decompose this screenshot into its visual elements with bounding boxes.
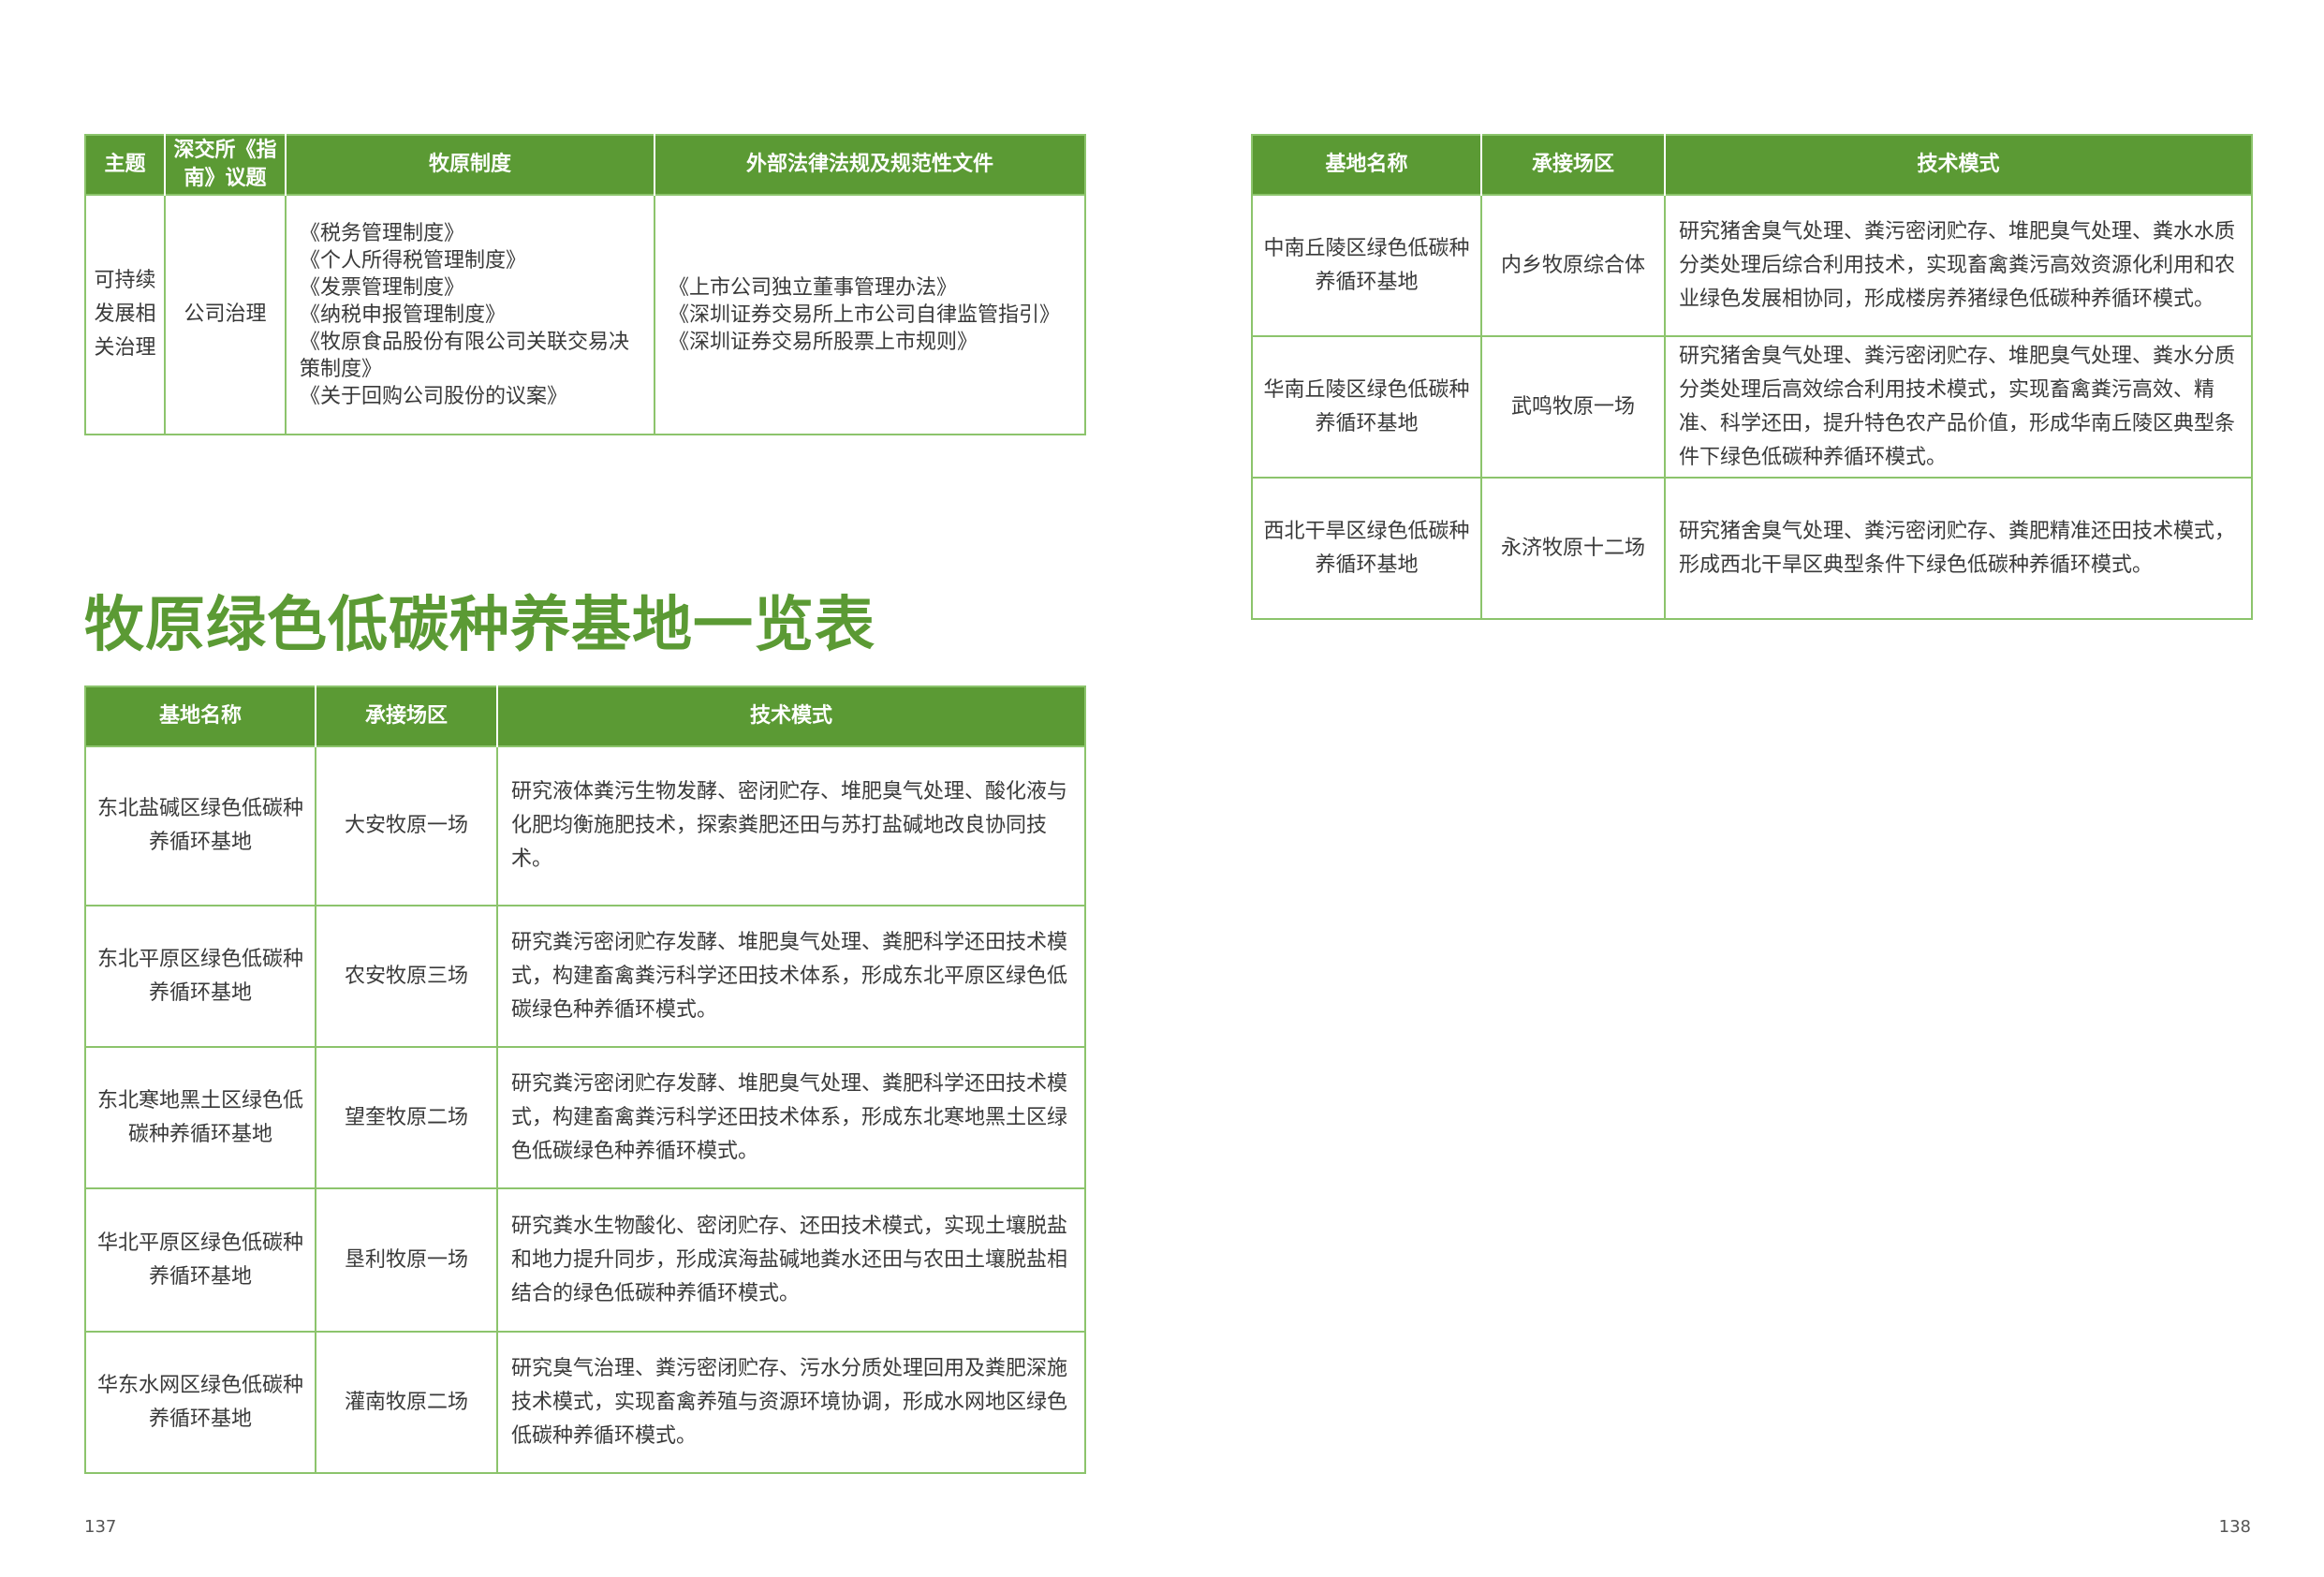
farm-name: 内乡牧原综合体 — [1480, 194, 1666, 337]
farm-name: 大安牧原一场 — [315, 745, 498, 906]
base-name: 东北盐碱区绿色低碳种养循环基地 — [84, 745, 316, 906]
table-row: 可持续发展相关治理 公司治理 《税务管理制度》 《个人所得税管理制度》 《发票管… — [84, 194, 1086, 435]
tech-mode: 研究猪舍臭气处理、粪污密闭贮存、粪肥精准还田技术模式，形成西北干旱区典型条件下绿… — [1664, 477, 2253, 620]
section-title: 牧原绿色低碳种养基地一览表 — [84, 591, 875, 660]
header-base-name: 基地名称 — [85, 686, 316, 746]
farm-name: 农安牧原三场 — [315, 905, 498, 1048]
header-base-name: 基地名称 — [1252, 135, 1481, 195]
base-name: 华东水网区绿色低碳种养循环基地 — [84, 1331, 316, 1474]
policy-item: 《牧原食品股份有限公司关联交易决策制度》 — [300, 330, 630, 381]
header-tech: 技术模式 — [1664, 135, 2252, 195]
policies-cell: 《税务管理制度》 《个人所得税管理制度》 《发票管理制度》 《纳税申报管理制度》… — [285, 194, 655, 435]
table-row: 东北盐碱区绿色低碳种养循环基地 大安牧原一场 研究液体粪污生物发酵、密闭贮存、堆… — [84, 745, 1086, 906]
tech-mode: 研究液体粪污生物发酵、密闭贮存、堆肥臭气处理、酸化液与化肥均衡施肥技术，探索粪肥… — [496, 745, 1086, 906]
tech-mode: 研究猪舍臭气处理、粪污密闭贮存、堆肥臭气处理、粪水分质分类处理后高效综合利用技术… — [1664, 335, 2253, 479]
tech-mode: 研究粪污密闭贮存发酵、堆肥臭气处理、粪肥科学还田技术模式，构建畜禽粪污科学还田技… — [496, 905, 1086, 1048]
policy-item: 《税务管理制度》 — [300, 221, 465, 245]
header-farm: 承接场区 — [315, 686, 497, 746]
policy-item: 《个人所得税管理制度》 — [300, 248, 527, 273]
table-row: 华南丘陵区绿色低碳种养循环基地 武鸣牧原一场 研究猪舍臭气处理、粪污密闭贮存、堆… — [1251, 335, 2253, 479]
governance-table: 主题 深交所《指南》议题 牧原制度 外部法律法规及规范性文件 可持续发展相关治理… — [84, 134, 1086, 435]
header-external: 外部法律法规及规范性文件 — [654, 135, 1085, 195]
farm-name: 垦利牧原一场 — [315, 1187, 498, 1333]
policy-item: 《纳税申报管理制度》 — [300, 302, 507, 327]
external-item: 《深圳证券交易所上市公司自律监管指引》 — [669, 302, 1061, 327]
header-tech: 技术模式 — [496, 686, 1085, 746]
farm-name: 永济牧原十二场 — [1480, 477, 1666, 620]
external-cell: 《上市公司独立董事管理办法》 《深圳证券交易所上市公司自律监管指引》 《深圳证券… — [654, 194, 1086, 435]
tech-mode: 研究猪舍臭气处理、粪污密闭贮存、堆肥臭气处理、粪水水质分类处理后综合利用技术，实… — [1664, 194, 2253, 337]
base-name: 东北寒地黑土区绿色低碳种养循环基地 — [84, 1046, 316, 1189]
farm-name: 灌南牧原二场 — [315, 1331, 498, 1474]
header-farm: 承接场区 — [1480, 135, 1665, 195]
table-row: 东北平原区绿色低碳种养循环基地 农安牧原三场 研究粪污密闭贮存发酵、堆肥臭气处理… — [84, 905, 1086, 1048]
farm-name: 望奎牧原二场 — [315, 1046, 498, 1189]
base-name: 西北干旱区绿色低碳种养循环基地 — [1251, 477, 1482, 620]
base-name: 华南丘陵区绿色低碳种养循环基地 — [1251, 335, 1482, 479]
table-row: 西北干旱区绿色低碳种养循环基地 永济牧原十二场 研究猪舍臭气处理、粪污密闭贮存、… — [1251, 477, 2253, 620]
farm-name: 武鸣牧原一场 — [1480, 335, 1666, 479]
external-item: 《上市公司独立董事管理办法》 — [669, 275, 958, 300]
header-topic: 深交所《指南》议题 — [164, 135, 286, 195]
table-row: 华东水网区绿色低碳种养循环基地 灌南牧原二场 研究臭气治理、粪污密闭贮存、污水分… — [84, 1331, 1086, 1474]
header-theme: 主题 — [85, 135, 165, 195]
theme-cell: 可持续发展相关治理 — [84, 194, 166, 435]
tech-mode: 研究臭气治理、粪污密闭贮存、污水分质处理回用及粪肥深施技术模式，实现畜禽养殖与资… — [496, 1331, 1086, 1474]
table-row: 华北平原区绿色低碳种养循环基地 垦利牧原一场 研究粪水生物酸化、密闭贮存、还田技… — [84, 1187, 1086, 1333]
external-item: 《深圳证券交易所股票上市规则》 — [669, 330, 978, 354]
header-policies: 牧原制度 — [285, 135, 655, 195]
tech-mode: 研究粪水生物酸化、密闭贮存、还田技术模式，实现土壤脱盐和地力提升同步，形成滨海盐… — [496, 1187, 1086, 1333]
page-number-left: 137 — [84, 1517, 117, 1537]
tech-mode: 研究粪污密闭贮存发酵、堆肥臭气处理、粪肥科学还田技术模式，构建畜禽粪污科学还田技… — [496, 1046, 1086, 1189]
topic-cell: 公司治理 — [164, 194, 287, 435]
base-name: 东北平原区绿色低碳种养循环基地 — [84, 905, 316, 1048]
base-table-right: 基地名称 承接场区 技术模式 中南丘陵区绿色低碳种养循环基地 内乡牧原综合体 研… — [1251, 134, 2253, 620]
base-name: 华北平原区绿色低碳种养循环基地 — [84, 1187, 316, 1333]
table-row: 中南丘陵区绿色低碳种养循环基地 内乡牧原综合体 研究猪舍臭气处理、粪污密闭贮存、… — [1251, 194, 2253, 337]
page-number-right: 138 — [2218, 1517, 2251, 1537]
policy-item: 《发票管理制度》 — [300, 275, 465, 300]
base-name: 中南丘陵区绿色低碳种养循环基地 — [1251, 194, 1482, 337]
table-row: 东北寒地黑土区绿色低碳种养循环基地 望奎牧原二场 研究粪污密闭贮存发酵、堆肥臭气… — [84, 1046, 1086, 1189]
base-table-left: 基地名称 承接场区 技术模式 东北盐碱区绿色低碳种养循环基地 大安牧原一场 研究… — [84, 685, 1086, 1474]
policy-item: 《关于回购公司股份的议案》 — [300, 384, 568, 408]
